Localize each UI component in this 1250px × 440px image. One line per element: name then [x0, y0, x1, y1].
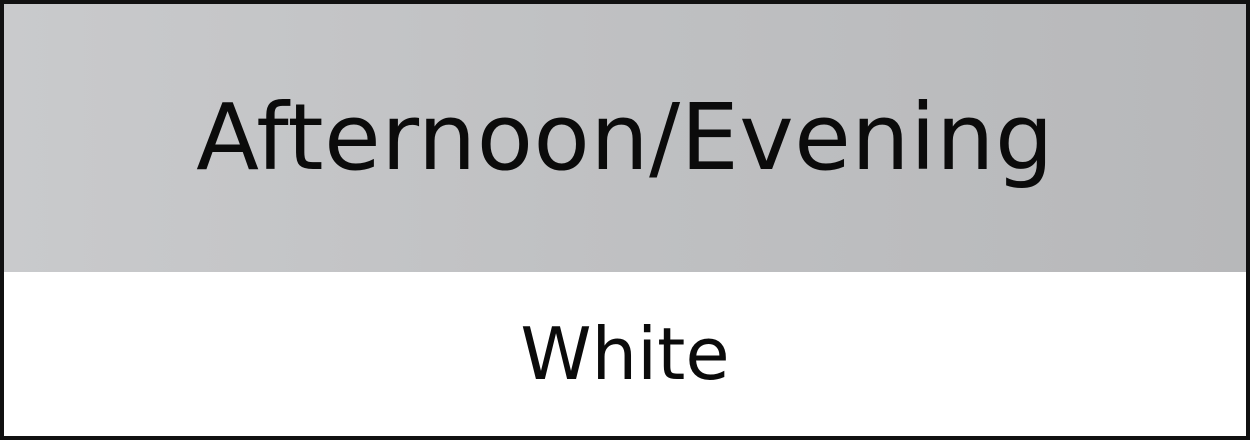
title-text: Afternoon/Evening [196, 84, 1054, 191]
value-band: White [4, 272, 1246, 436]
value-text: White [520, 312, 730, 396]
header-band: Afternoon/Evening [4, 4, 1246, 272]
